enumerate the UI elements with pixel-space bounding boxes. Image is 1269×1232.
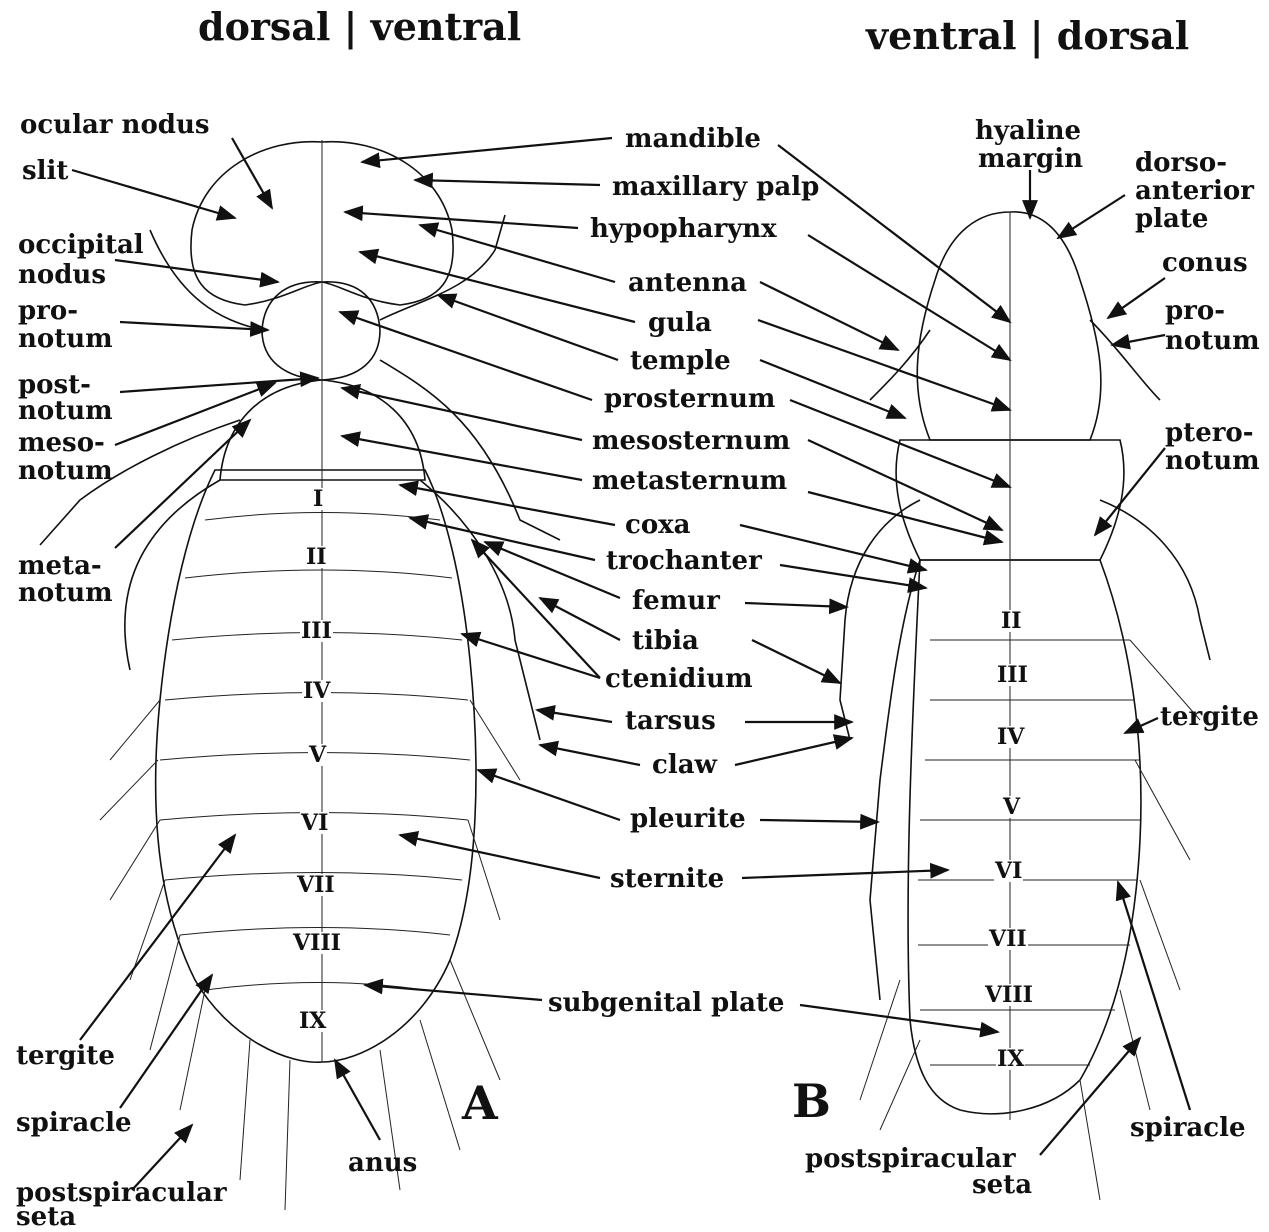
label-pleurite: pleurite [630, 806, 746, 832]
segment-a-3: III [300, 620, 333, 642]
label-postnotum-1: post- [18, 372, 91, 398]
label-pronotum-a-2: notum [18, 326, 113, 352]
label-spiracle-a: spiracle [16, 1110, 132, 1136]
b-head [917, 212, 1101, 440]
label-femur: femur [632, 588, 720, 614]
label-claw: claw [652, 752, 717, 778]
segment-b-7: VII [988, 928, 1028, 950]
segment-a-4: IV [302, 680, 331, 702]
label-maxillary-palp: maxillary palp [612, 174, 819, 200]
segment-b-4: IV [996, 726, 1025, 748]
segment-b-5: V [1002, 796, 1021, 818]
label-dorso-anterior-2: anterior [1135, 178, 1254, 204]
a-legs [40, 215, 560, 740]
label-mesonotum-1: meso- [18, 430, 105, 456]
label-metasternum: metasternum [592, 468, 787, 494]
label-tergite-a: tergite [16, 1043, 115, 1069]
label-mesosternum: mesosternum [592, 428, 790, 454]
label-tergite-b: tergite [1160, 704, 1259, 730]
label-occipital-nodus-1: occipital [18, 232, 144, 258]
label-hyaline-1: hyaline [975, 118, 1081, 144]
label-occipital-nodus-2: nodus [18, 262, 106, 288]
label-postspiracular-b-1: postspiracular [805, 1146, 1016, 1172]
label-temple: temple [630, 348, 731, 374]
label-conus: conus [1162, 250, 1248, 276]
label-mandible: mandible [625, 126, 761, 152]
label-pteronotum-1: ptero- [1165, 420, 1254, 446]
b-legs [840, 320, 1210, 1000]
segment-a-5: V [308, 744, 327, 766]
label-pteronotum-2: notum [1165, 448, 1260, 474]
header-a: dorsal | ventral [198, 8, 521, 46]
panel-letter-b: B [792, 1078, 831, 1124]
label-gula: gula [648, 310, 712, 336]
segment-b-8: VIII [984, 984, 1034, 1006]
segment-a-9: IX [298, 1010, 327, 1032]
label-slit: slit [22, 158, 68, 184]
label-dorso-anterior-3: plate [1135, 206, 1208, 232]
label-anus: anus [348, 1150, 417, 1176]
label-postnotum-2: notum [18, 398, 113, 424]
label-ctenidium: ctenidium [605, 666, 753, 692]
label-trochanter: trochanter [606, 548, 762, 574]
label-tarsus: tarsus [625, 708, 716, 734]
segment-b-3: III [996, 664, 1029, 686]
label-antenna: antenna [628, 270, 747, 296]
label-pronotum-b-1: pro- [1165, 298, 1225, 324]
label-postspiracular-b-2: seta [972, 1172, 1032, 1198]
segment-b-2: II [1000, 610, 1023, 632]
segment-a-6: VI [300, 812, 329, 834]
segment-a-1: I [312, 488, 324, 510]
segment-b-6: VI [994, 860, 1023, 882]
label-subgenital-plate: subgenital plate [548, 990, 784, 1016]
label-spiracle-b: spiracle [1130, 1115, 1246, 1141]
b-abdomen [908, 560, 1141, 1114]
segment-a-7: VII [296, 874, 336, 896]
label-metanotum-1: meta- [18, 553, 102, 579]
label-metanotum-2: notum [18, 580, 113, 606]
segment-a-2: II [305, 546, 328, 568]
segment-b-9: IX [996, 1048, 1025, 1070]
label-hypopharynx: hypopharynx [590, 216, 777, 242]
label-pronotum-b-2: notum [1165, 328, 1260, 354]
label-mesonotum-2: notum [18, 458, 113, 484]
label-ocular-nodus: ocular nodus [20, 112, 210, 138]
label-tibia: tibia [632, 628, 699, 654]
specimen-a [40, 140, 560, 1210]
label-sternite: sternite [610, 866, 724, 892]
header-b: ventral | dorsal [866, 17, 1189, 55]
label-dorso-anterior-1: dorso- [1135, 150, 1227, 176]
label-hyaline-2: margin [978, 146, 1083, 172]
segment-a-8: VIII [292, 932, 342, 954]
label-pronotum-a-1: pro- [18, 298, 78, 324]
label-prosternum: prosternum [604, 386, 775, 412]
label-postspiracular-a-2: seta [16, 1204, 76, 1230]
label-coxa: coxa [625, 512, 691, 538]
panel-letter-a: A [462, 1080, 498, 1126]
